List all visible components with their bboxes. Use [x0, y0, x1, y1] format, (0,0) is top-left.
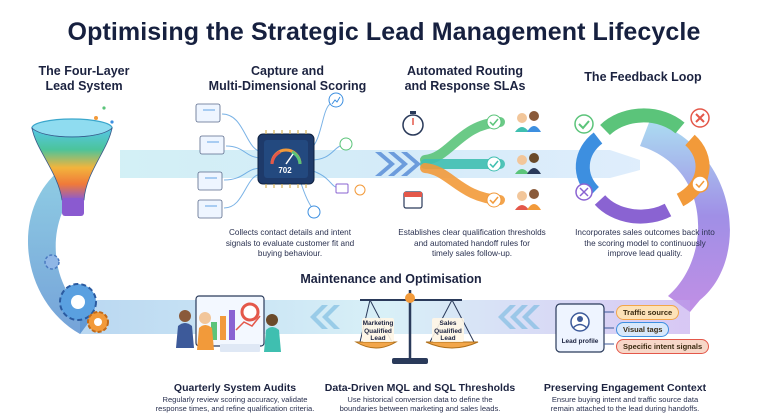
audits-heading: Quarterly System Audits: [173, 382, 297, 394]
gauge-icon: [270, 148, 302, 165]
feedback-heading: The Feedback Loop: [584, 70, 702, 84]
capture-heading: Capture and Multi-Dimensional Scoring: [208, 64, 367, 93]
check-icon: [574, 114, 594, 134]
feedback-body: Incorporates sales outcomes back into th…: [575, 228, 715, 258]
mql-label: Marketing Qualified Lead: [362, 320, 394, 342]
stopwatch-icon: [402, 111, 424, 136]
page-title: Optimising the Strategic Lead Management…: [67, 18, 701, 46]
cycle-arrows-icon: [574, 108, 710, 224]
routing-body: Establishes clear qualification threshol…: [398, 228, 546, 258]
funnel-icon: [31, 106, 114, 216]
profile-card-icon: [555, 303, 614, 353]
maintenance-heading: Maintenance and Optimisation: [300, 272, 482, 286]
chip-icon: [257, 130, 315, 188]
gear-icon: [44, 254, 109, 333]
calendar-icon: [403, 191, 423, 209]
lead-profile-label: Lead profile: [561, 338, 599, 345]
thresholds-body: Use historical conversion data to define…: [339, 395, 501, 413]
flow-chevrons: [375, 152, 421, 176]
routing-heading: Automated Routing and Response SLAs: [404, 64, 526, 93]
thresholds-heading: Data-Driven MQL and SQL Thresholds: [324, 382, 516, 394]
sql-label: Sales Qualified Lead: [434, 320, 462, 342]
four-layer-heading: The Four-Layer Lead System: [38, 64, 130, 93]
audits-body: Regularly review scoring accuracy, valid…: [155, 395, 315, 413]
context-body: Ensure buying intent and traffic source …: [550, 395, 700, 413]
tag-intent-signals: Specific intent signals: [616, 339, 710, 354]
tag-traffic-source: Traffic source: [616, 305, 680, 320]
analyst-icon: [176, 295, 281, 352]
form-cards-icon: [195, 103, 225, 219]
x-icon: [690, 108, 710, 128]
routing-arrows: [420, 114, 505, 208]
score-readout: 702: [278, 166, 292, 175]
scale-icon: [354, 290, 479, 364]
tag-visual-tags: Visual tags: [616, 322, 670, 337]
capture-body: Collects contact details and intent sign…: [225, 228, 355, 258]
context-heading: Preserving Engagement Context: [543, 382, 707, 394]
team-icon: [515, 111, 541, 210]
check-icon: [486, 114, 502, 130]
